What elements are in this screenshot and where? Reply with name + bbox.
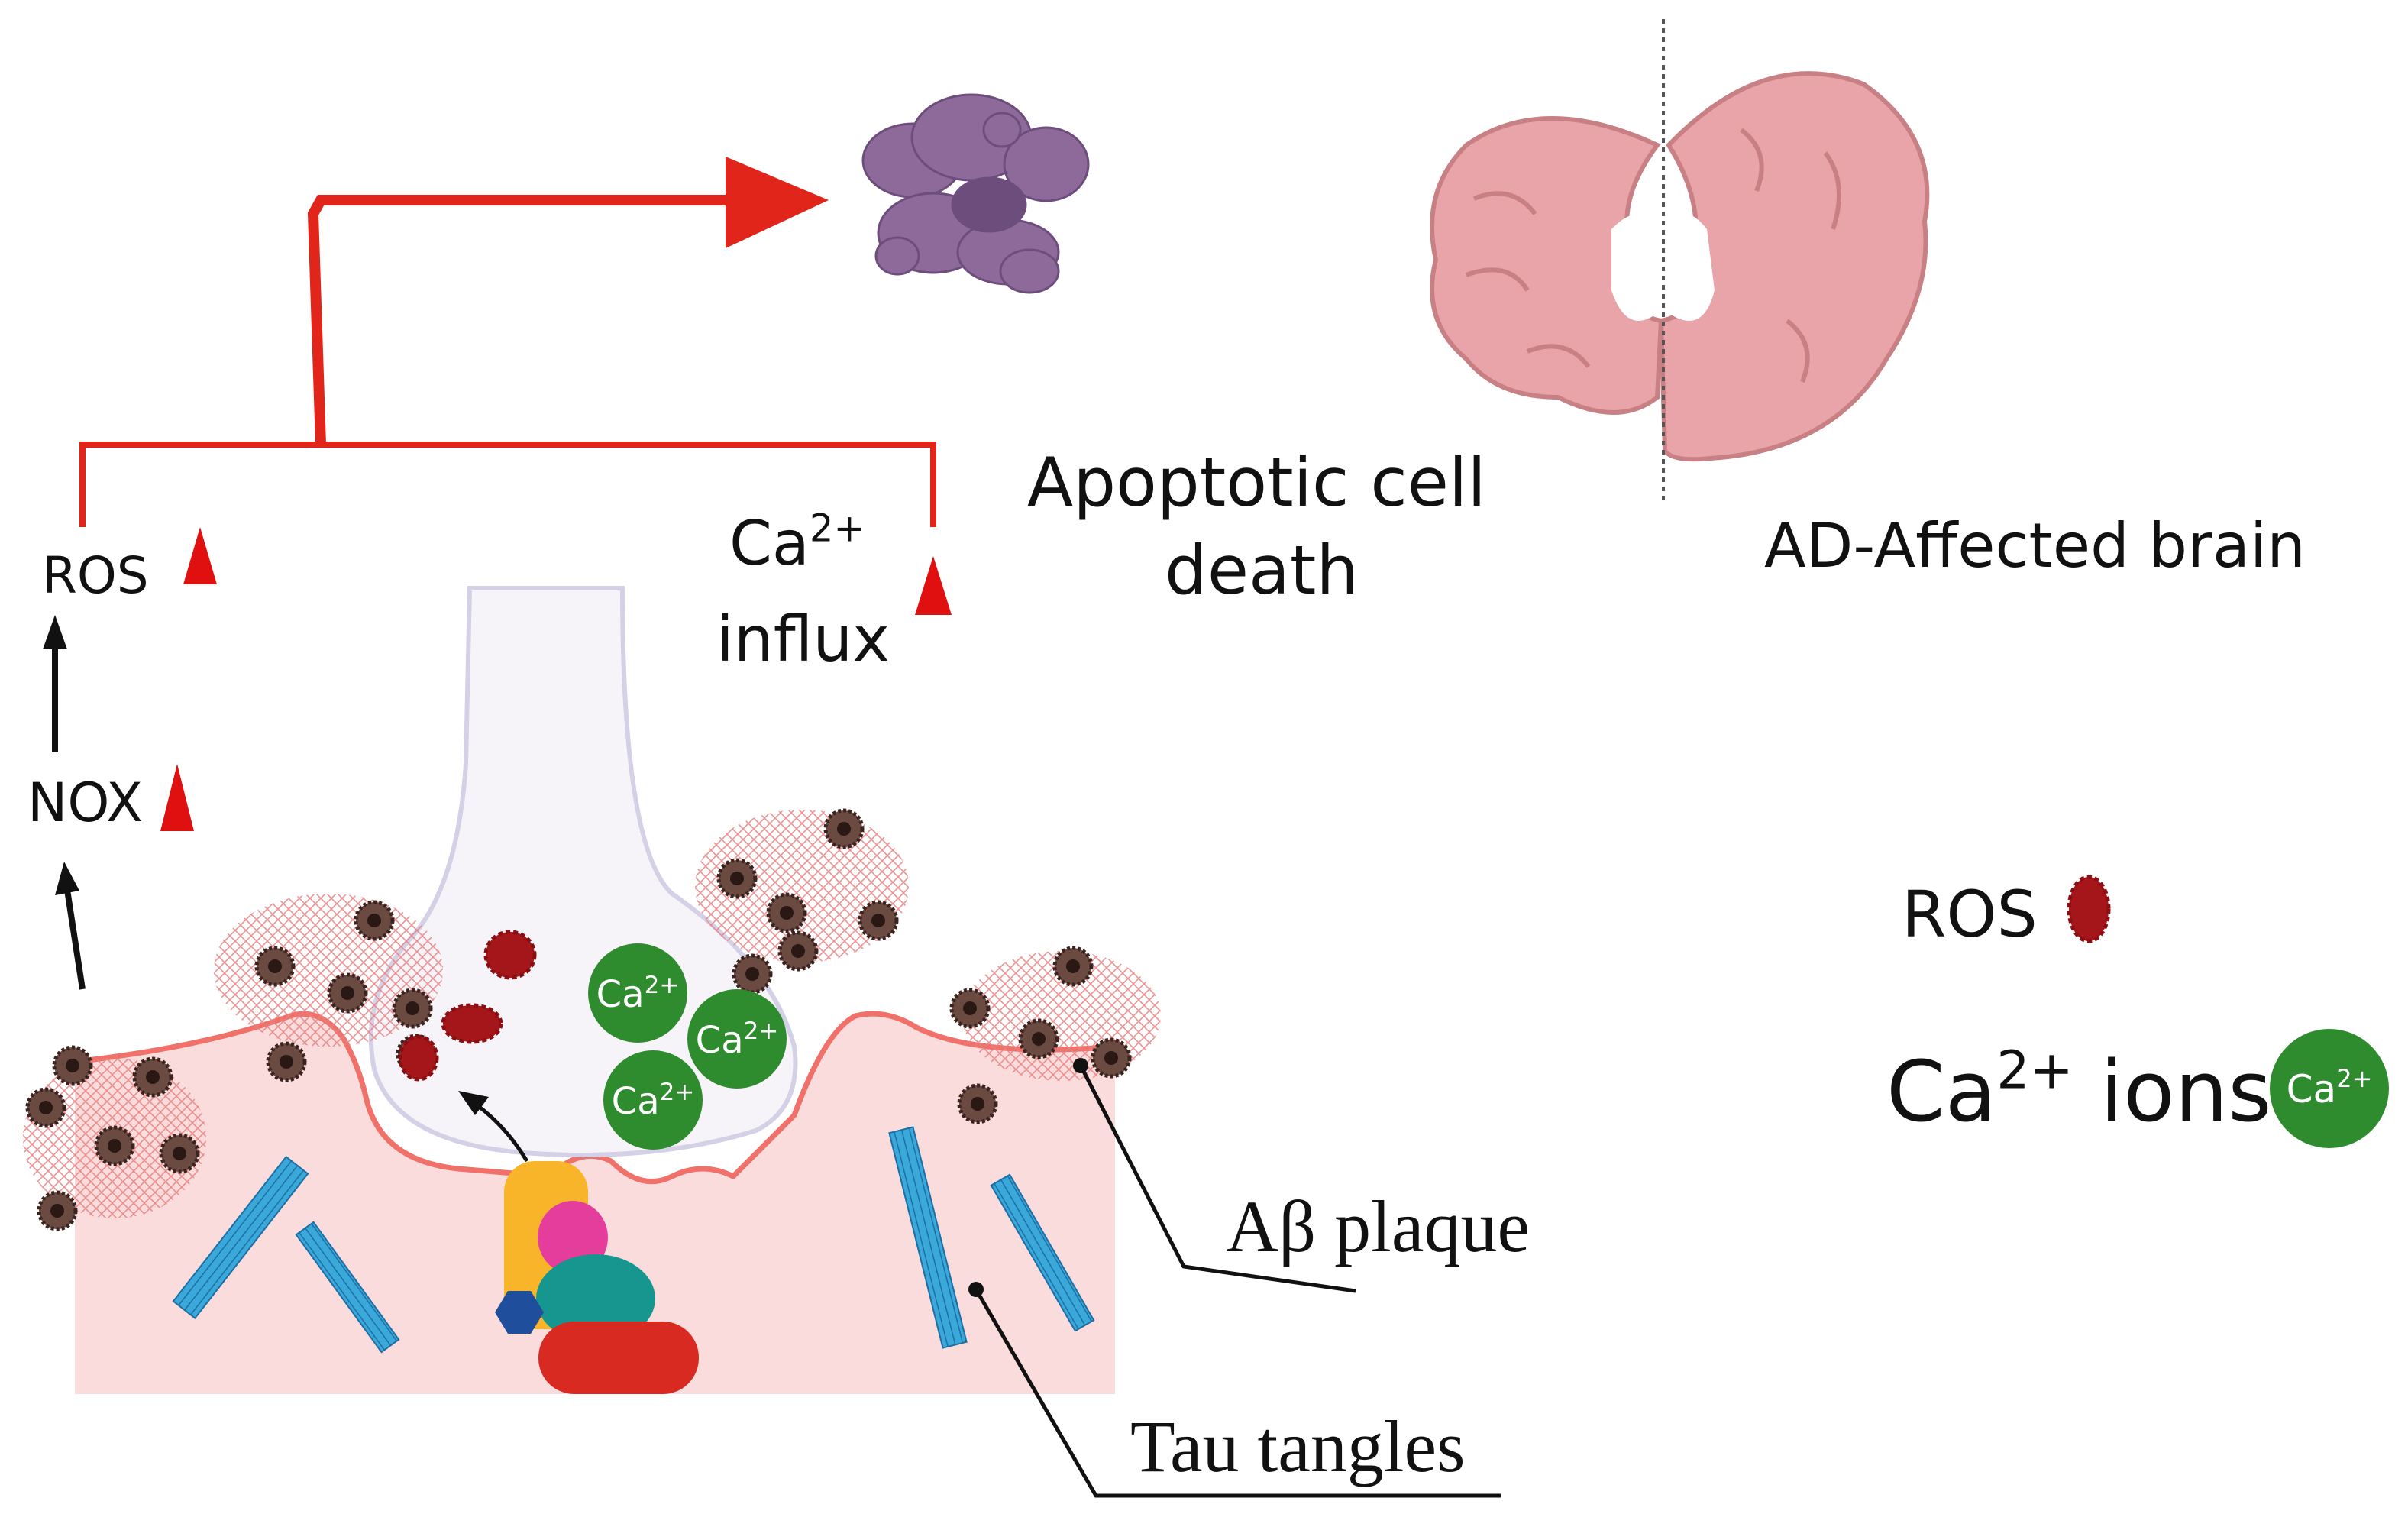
apoptotic-label-line2: death	[1165, 531, 1359, 610]
calcium-increase-icon	[915, 556, 952, 615]
legend-symbols: Ca2+	[2067, 875, 2389, 1148]
plaque-deposit-core	[108, 1139, 121, 1153]
pathway-arrowhead	[726, 157, 829, 248]
plaque-deposit-core	[66, 1059, 79, 1072]
nox-ros-arrows	[43, 615, 86, 990]
calcium-label: Ca2+	[729, 506, 865, 579]
pathway-stem	[307, 195, 733, 445]
ros-particles	[398, 930, 537, 1082]
plaque-deposit-core	[280, 1055, 293, 1069]
receptor-blue-hex	[495, 1291, 544, 1334]
plaque-deposit-core	[1032, 1032, 1046, 1046]
brain-section-icon	[1430, 19, 1930, 504]
plaque-deposit-core	[39, 1101, 53, 1114]
pathway-to-apoptosis	[79, 157, 936, 527]
tau-pointer-dot	[968, 1282, 984, 1297]
plaque-deposit-core	[146, 1070, 160, 1084]
tissue-body	[75, 1014, 1115, 1394]
ros-particle	[483, 930, 537, 980]
receptor-teal	[536, 1254, 655, 1343]
plaque-deposit-core	[173, 1147, 186, 1160]
tau-fiber	[888, 1126, 968, 1349]
increase-indicators	[160, 527, 952, 831]
legend-ros-icon	[2067, 875, 2111, 943]
ros-label: ROS	[42, 546, 149, 605]
nox-label: NOX	[27, 772, 143, 834]
nox-increase-icon	[160, 764, 194, 831]
calcium-ions: Ca2+ Ca2+ Ca2+	[588, 943, 787, 1150]
influx-label: influx	[716, 603, 890, 676]
calcium-ion-label: Ca2+	[596, 972, 680, 1016]
legend-calcium-icon-label: Ca2+	[2287, 1064, 2373, 1111]
plaque-mesh	[695, 810, 909, 962]
plaque-deposit-core	[730, 872, 744, 885]
abeta-plaque-label: Aβ plaque	[1226, 1186, 1530, 1267]
calcium-ion-label: Ca2+	[612, 1079, 695, 1123]
plaque-deposit-core	[50, 1204, 64, 1218]
plaque-deposit-core	[341, 986, 354, 1000]
abeta-pointer-line	[1078, 1064, 1356, 1293]
calcium-ion	[687, 989, 787, 1089]
tau-fiber	[990, 1173, 1095, 1332]
apoptotic-cell-icon	[861, 93, 1090, 294]
calcium-ion	[603, 1050, 703, 1150]
ros-increase-icon	[183, 527, 217, 584]
plaque-deposit-core	[837, 822, 851, 836]
calcium-ion	[588, 943, 687, 1043]
tau-fiber	[172, 1155, 309, 1320]
plaque-deposit-core	[745, 967, 759, 981]
brain-ventricle	[1611, 214, 1657, 321]
plaque-deposit-core	[971, 1097, 984, 1111]
legend-calcium-icon	[2270, 1029, 2389, 1148]
brain-ventricle	[1669, 214, 1715, 321]
ad-brain-label: AD-Affected brain	[1764, 510, 2306, 581]
ros-particle	[441, 1003, 503, 1044]
plaque-deposit-core	[406, 1001, 419, 1015]
plaque-deposit-core	[268, 959, 282, 973]
plaque-deposit-core	[1104, 1051, 1118, 1065]
plaque-deposit-core	[780, 906, 794, 920]
receptor-red	[538, 1322, 699, 1394]
legend-ros-label: ROS	[1902, 877, 2038, 952]
ros-particle	[398, 1034, 439, 1082]
pathway-bracket	[79, 442, 936, 527]
receptor-complex	[495, 1161, 699, 1394]
apoptotic-label-line1: Apoptotic cell	[1027, 443, 1486, 522]
brain-sulci	[1465, 128, 1841, 383]
tau-pointer-line	[974, 1288, 1501, 1498]
legend-calcium-label: Ca2+ ions	[1886, 1040, 2272, 1140]
plaque-deposit-core	[1066, 959, 1080, 973]
abeta-pointer-dot	[1073, 1058, 1088, 1073]
tau-tangles	[172, 1126, 1095, 1354]
release-arrow	[458, 1091, 529, 1163]
tau-fiber	[295, 1221, 400, 1354]
plaque-deposit-core	[963, 1001, 977, 1015]
plaque-deposit-core	[791, 944, 805, 958]
tau-tangles-label: Tau tangles	[1130, 1406, 1466, 1487]
pointer-lines	[968, 1058, 1501, 1498]
plaque-deposit-core	[871, 914, 885, 927]
plaque-deposit-core	[367, 914, 381, 927]
calcium-ion-label: Ca2+	[696, 1017, 779, 1062]
